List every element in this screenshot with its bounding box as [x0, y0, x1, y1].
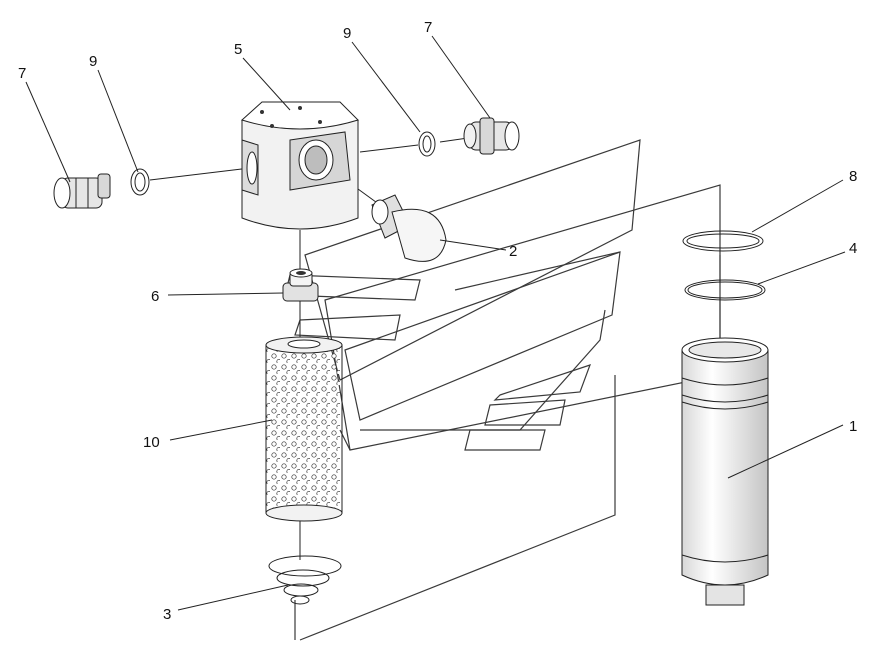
spring [268, 555, 342, 605]
indicator-valve [371, 194, 447, 262]
nipple [282, 268, 319, 302]
callout-9-left: 9 [89, 53, 97, 70]
filter-element [265, 336, 343, 522]
callout-7-left: 7 [18, 65, 26, 82]
filter-bowl [681, 337, 769, 606]
callout-2: 2 [509, 243, 517, 260]
o-ring-left [130, 168, 150, 196]
callout-6: 6 [151, 288, 159, 305]
callout-7-right: 7 [424, 19, 432, 36]
backup-ring [684, 279, 766, 301]
watermark-logo [284, 139, 721, 641]
fitting-left [53, 173, 111, 209]
filter-head-housing [241, 101, 359, 230]
callout-9-right: 9 [343, 25, 351, 42]
callout-3: 3 [163, 606, 171, 623]
callout-8: 8 [849, 168, 857, 185]
callout-5: 5 [234, 41, 242, 58]
callout-labels: 7 9 5 9 7 8 4 2 6 10 1 3 [18, 19, 857, 623]
callout-10: 10 [143, 434, 160, 451]
callout-4: 4 [849, 240, 857, 257]
o-ring-large-upper [682, 230, 764, 252]
leader-lines [25, 35, 846, 611]
o-ring-right [418, 131, 436, 157]
fitting-right [463, 117, 520, 155]
callout-1: 1 [849, 418, 857, 435]
